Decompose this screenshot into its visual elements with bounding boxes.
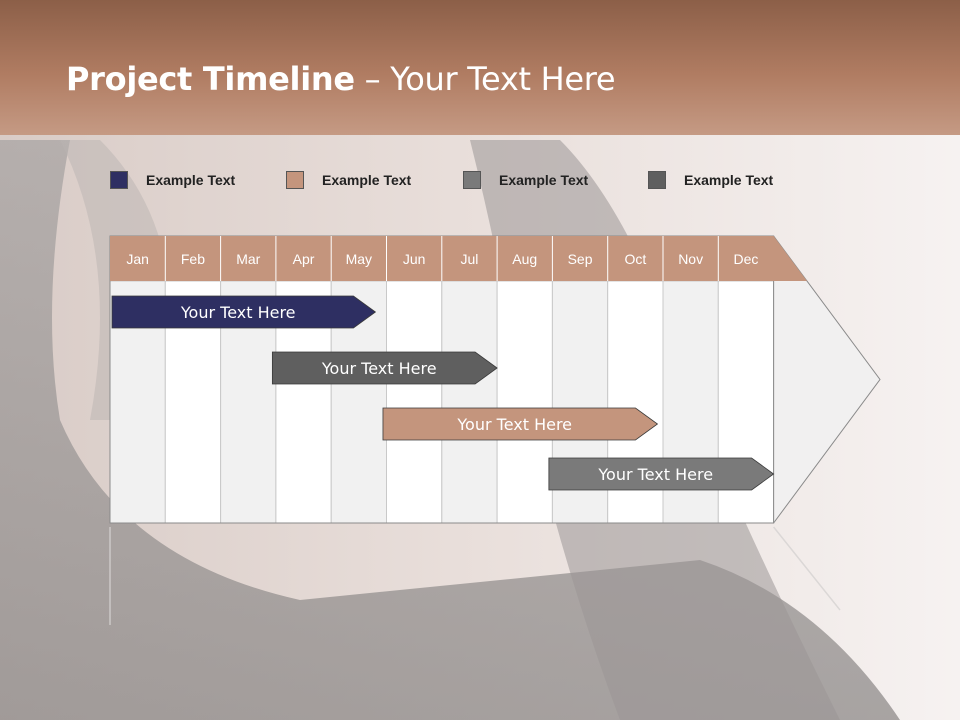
month-label: Oct: [624, 251, 646, 267]
month-label: May: [346, 251, 372, 267]
month-label: Apr: [293, 251, 315, 267]
task-bar: Your Text Here: [111, 295, 377, 329]
month-column: [496, 280, 553, 524]
month-header: Jan Feb Mar Apr May Jun Jul Aug Sep Oct Nov Dec: [110, 236, 807, 281]
legend-item-2: Example Text: [286, 170, 411, 190]
task-bar: Your Text Here: [271, 351, 498, 385]
month-label: Jun: [403, 251, 426, 267]
legend-swatch: [110, 171, 128, 189]
task-bar-label: Your Text Here: [597, 465, 713, 484]
month-label: Nov: [678, 251, 703, 267]
timeline-reflection: [109, 526, 841, 625]
month-column: [441, 280, 498, 524]
legend-swatch: [286, 171, 304, 189]
title-bold: Project Timeline: [66, 60, 355, 98]
task-bar-shape: [382, 407, 659, 441]
legend-label: Example Text: [684, 172, 774, 188]
task-bar: Your Text Here: [382, 407, 659, 441]
month-label: Feb: [181, 251, 205, 267]
task-bar-shape: [271, 351, 498, 385]
slide-title: Project Timeline – Your Text Here: [66, 60, 616, 98]
month-label: Dec: [733, 251, 758, 267]
legend-item-1: Example Text: [110, 170, 235, 190]
month-label: Jul: [460, 251, 478, 267]
legend-label: Example Text: [322, 172, 412, 188]
task-bar-label: Your Text Here: [180, 303, 296, 322]
legend-item-4: Example Text: [648, 170, 773, 190]
task-bar-label: Your Text Here: [456, 415, 572, 434]
task-bar: Your Text Here: [548, 457, 775, 491]
month-header-band: [110, 236, 807, 281]
legend-item-3: Example Text: [463, 170, 588, 190]
legend-swatch: [463, 171, 481, 189]
title-rest: – Your Text Here: [354, 60, 616, 98]
legend-label: Example Text: [146, 172, 236, 188]
month-label: Sep: [568, 251, 593, 267]
month-label: Aug: [512, 251, 537, 267]
month-column: [386, 280, 443, 524]
month-label: Mar: [236, 251, 260, 267]
reflection-line: [773, 526, 841, 611]
month-label: Jan: [126, 251, 149, 267]
header-band: [0, 0, 960, 135]
task-bar-shape: [111, 295, 377, 329]
task-bar-shape: [548, 457, 775, 491]
legend-swatch: [648, 171, 666, 189]
legend-label: Example Text: [499, 172, 589, 188]
task-bar-label: Your Text Here: [321, 359, 437, 378]
